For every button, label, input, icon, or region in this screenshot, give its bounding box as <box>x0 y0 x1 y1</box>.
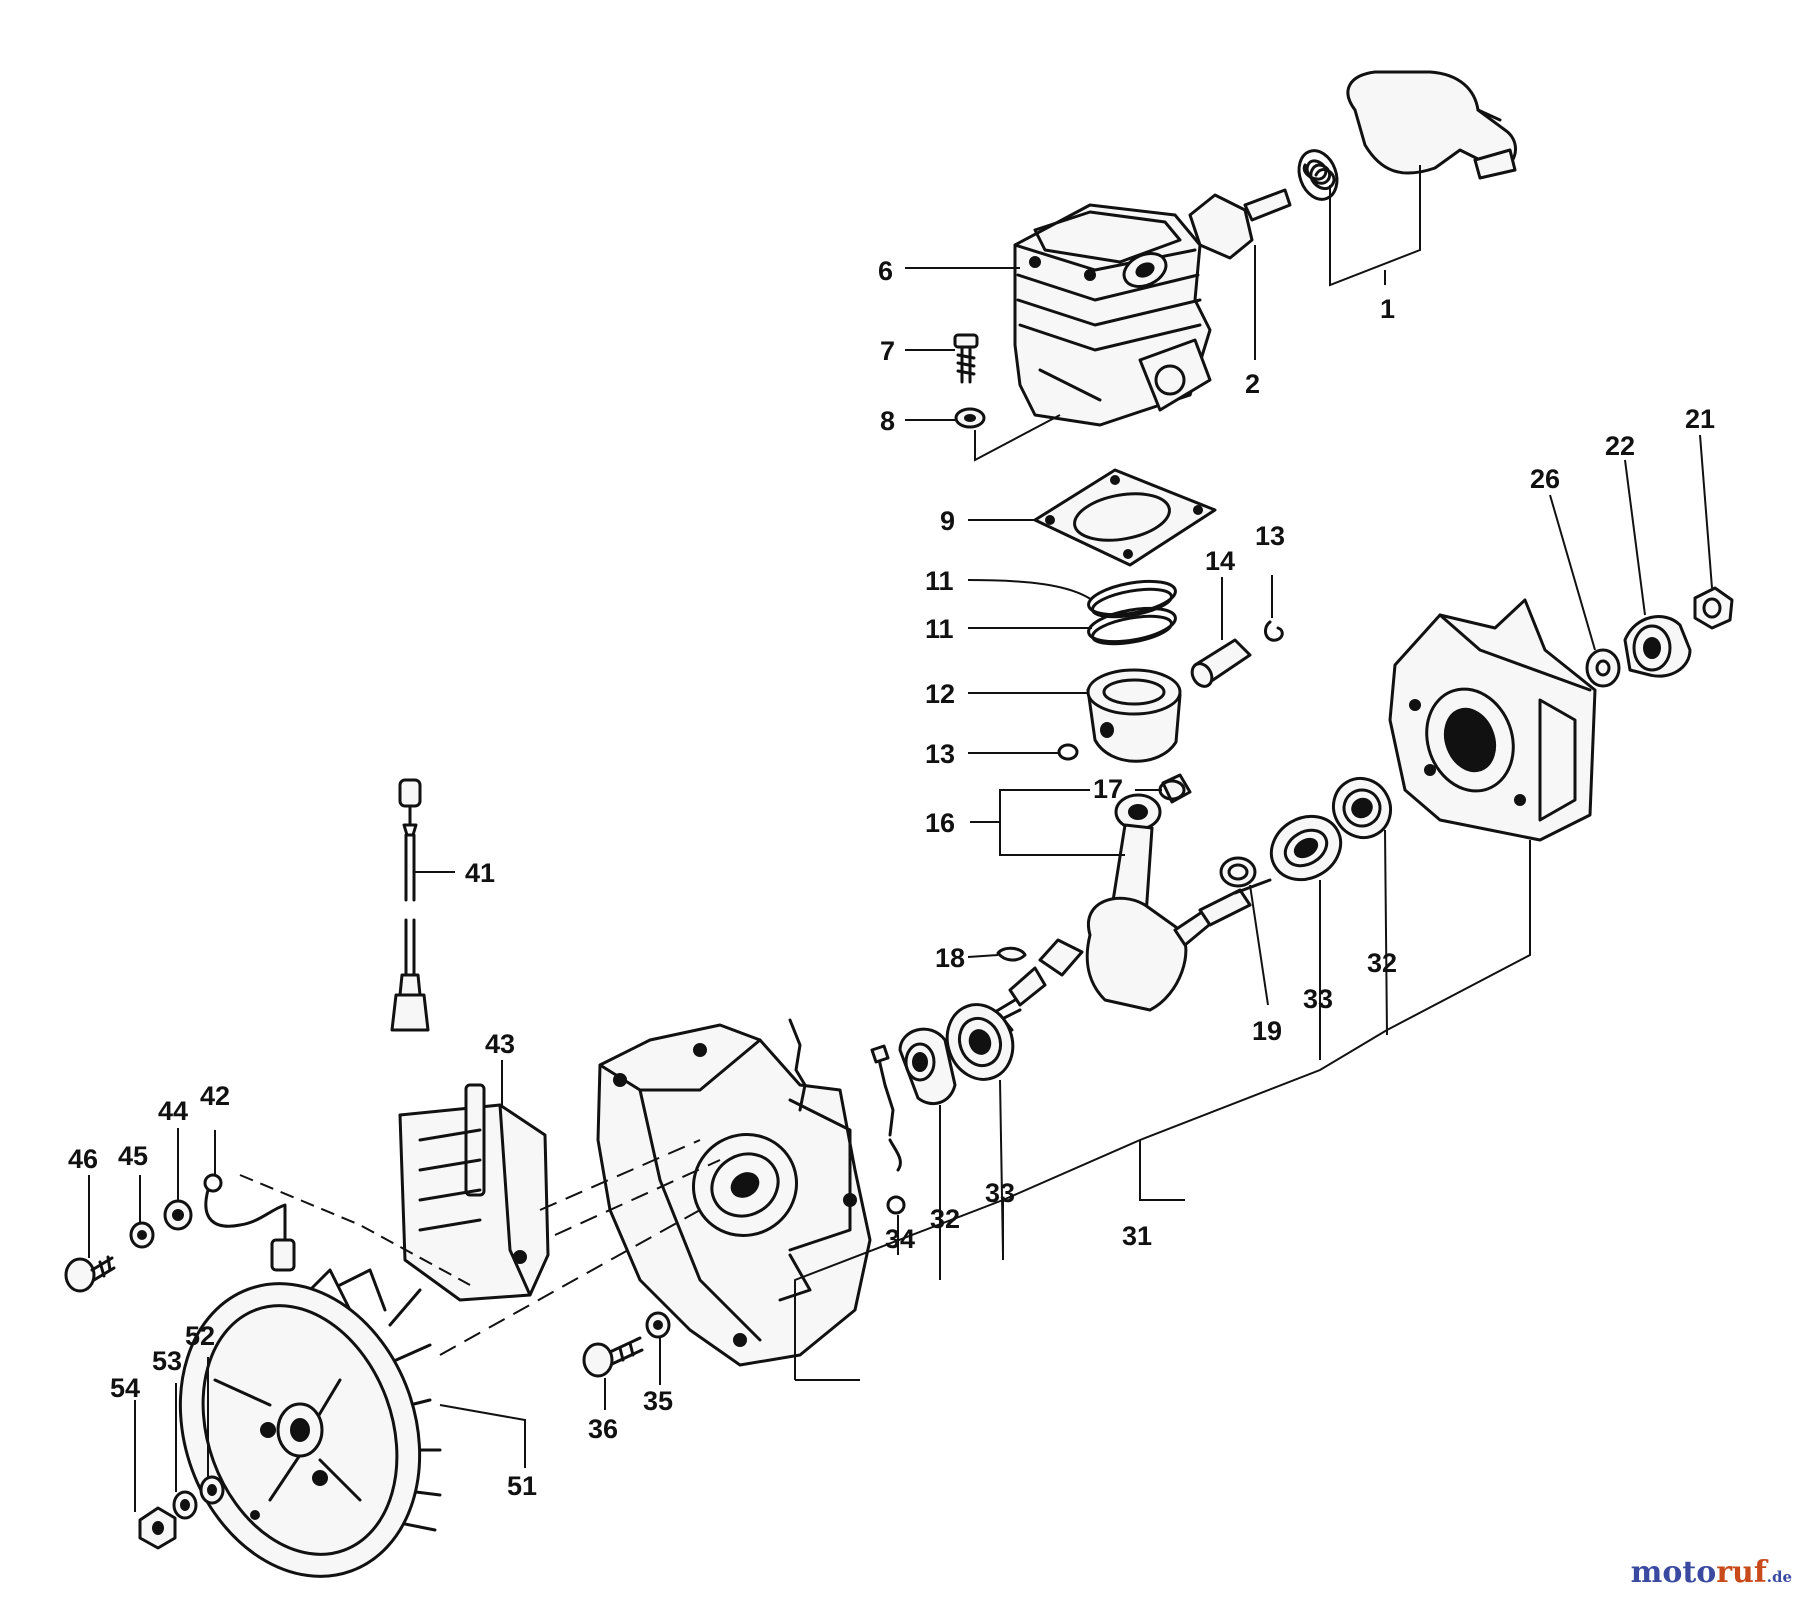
callout-53: 53 <box>152 1346 182 1376</box>
part-12-piston <box>1086 668 1182 763</box>
part-34-pulse-fitting <box>788 1018 906 1215</box>
part-13-circlip-lower <box>1057 743 1079 761</box>
callout-labels: 1 2 6 7 8 9 11 11 12 13 13 14 16 17 18 1… <box>68 256 1715 1501</box>
part-51-flywheel <box>178 1268 442 1578</box>
part-45-lock-washer <box>129 1221 155 1249</box>
callout-6: 6 <box>878 256 893 286</box>
callout-11-upper: 11 <box>925 566 954 596</box>
part-6-cylinder <box>1013 203 1212 427</box>
part-32-seal-right <box>1331 776 1393 840</box>
part-8-washer <box>954 407 986 429</box>
callout-52: 52 <box>185 1321 215 1351</box>
leader-lines <box>88 165 1713 1512</box>
part-53-lock-washer <box>172 1490 198 1520</box>
part-22-clutch-drum <box>1623 615 1692 678</box>
part-35-washer <box>645 1311 671 1339</box>
callout-33-right: 33 <box>1303 984 1333 1014</box>
part-46-screw <box>64 1255 116 1293</box>
part-13-circlip-upper <box>1263 620 1284 642</box>
callout-46: 46 <box>68 1144 98 1174</box>
callout-2: 2 <box>1245 369 1260 399</box>
callout-11-lower: 11 <box>925 614 954 644</box>
part-9-gasket <box>1033 468 1217 567</box>
callout-43: 43 <box>485 1029 515 1059</box>
callout-21: 21 <box>1685 404 1715 434</box>
callout-32-right: 32 <box>1367 948 1397 978</box>
callout-8: 8 <box>880 406 895 436</box>
part-16-crankshaft <box>993 793 1272 1032</box>
callout-16: 16 <box>925 808 955 838</box>
callout-32-left: 32 <box>930 1204 960 1234</box>
watermark-logo: motoruf.de <box>1630 1555 1792 1590</box>
callout-22: 22 <box>1605 431 1635 461</box>
part-52-washer <box>199 1475 225 1505</box>
part-41-ignition-cable <box>390 778 430 1032</box>
part-11-piston-rings <box>1087 579 1177 646</box>
callout-44: 44 <box>158 1096 188 1126</box>
callout-33-left: 33 <box>985 1178 1015 1208</box>
part-17-needle-bearing <box>1158 773 1192 804</box>
callout-34: 34 <box>885 1224 915 1254</box>
part-1-spring <box>1297 149 1339 201</box>
callout-12: 12 <box>925 679 955 709</box>
part-19-seal-ring <box>1219 856 1257 888</box>
callout-13-lower: 13 <box>925 739 955 769</box>
part-54-nut <box>138 1506 177 1550</box>
part-32-seal-left <box>898 1027 957 1106</box>
callout-26: 26 <box>1530 464 1560 494</box>
callout-51: 51 <box>507 1471 537 1501</box>
callout-9: 9 <box>940 506 955 536</box>
callout-54: 54 <box>110 1373 140 1403</box>
callout-42: 42 <box>200 1081 230 1111</box>
callout-1: 1 <box>1380 294 1395 324</box>
callout-35: 35 <box>643 1386 673 1416</box>
crankcase-right-half <box>1388 598 1597 842</box>
part-43-ignition-coil <box>398 1083 550 1302</box>
part-7-bolt <box>953 333 979 384</box>
part-14-piston-pin <box>1190 638 1252 688</box>
callout-18: 18 <box>935 943 965 973</box>
callout-45: 45 <box>118 1141 148 1171</box>
part-42-ground-wire <box>203 1173 296 1272</box>
part-33-bearing-left <box>945 1003 1015 1081</box>
part-18-woodruff-key <box>996 946 1027 962</box>
callout-17: 17 <box>1093 774 1123 804</box>
part-36-screw <box>582 1336 644 1378</box>
part-1-spark-plug-boot <box>1346 70 1517 180</box>
callout-7: 7 <box>880 336 895 366</box>
callout-19: 19 <box>1252 1016 1282 1046</box>
part-44-washer <box>163 1199 193 1231</box>
part-21-nut <box>1693 586 1734 630</box>
crankcase-left-half <box>596 1023 872 1367</box>
part-33-bearing-right <box>1269 814 1343 882</box>
callout-13-upper: 13 <box>1255 521 1285 551</box>
part-26-washer <box>1585 648 1621 688</box>
callout-41: 41 <box>465 858 495 888</box>
callout-36: 36 <box>588 1414 618 1444</box>
callout-31: 31 <box>1122 1221 1152 1251</box>
callout-14: 14 <box>1205 546 1235 576</box>
